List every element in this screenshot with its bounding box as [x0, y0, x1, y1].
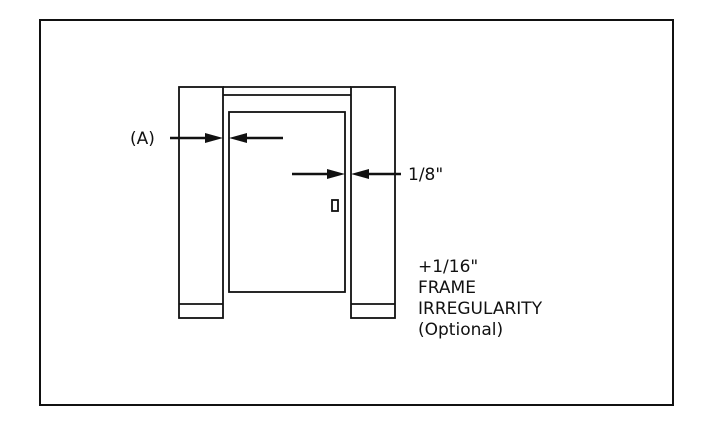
outer-border	[39, 19, 674, 406]
right-jamb	[350, 86, 396, 319]
frame-note: +1/16" FRAME IRREGULARITY (Optional)	[418, 257, 543, 340]
note-line-3: IRREGULARITY	[418, 299, 543, 319]
door-handle	[331, 199, 339, 212]
gap-arrows	[292, 169, 401, 179]
dimension-a-arrows	[170, 133, 283, 143]
door-panel	[228, 111, 346, 293]
note-line-1: +1/16"	[418, 257, 478, 277]
gap-dimension-label: 1/8"	[408, 165, 443, 185]
dimension-a-label: (A)	[130, 129, 155, 149]
left-jamb	[178, 86, 224, 319]
note-line-4: (Optional)	[418, 320, 503, 340]
frame-head	[223, 86, 351, 96]
note-line-2: FRAME	[418, 278, 476, 298]
